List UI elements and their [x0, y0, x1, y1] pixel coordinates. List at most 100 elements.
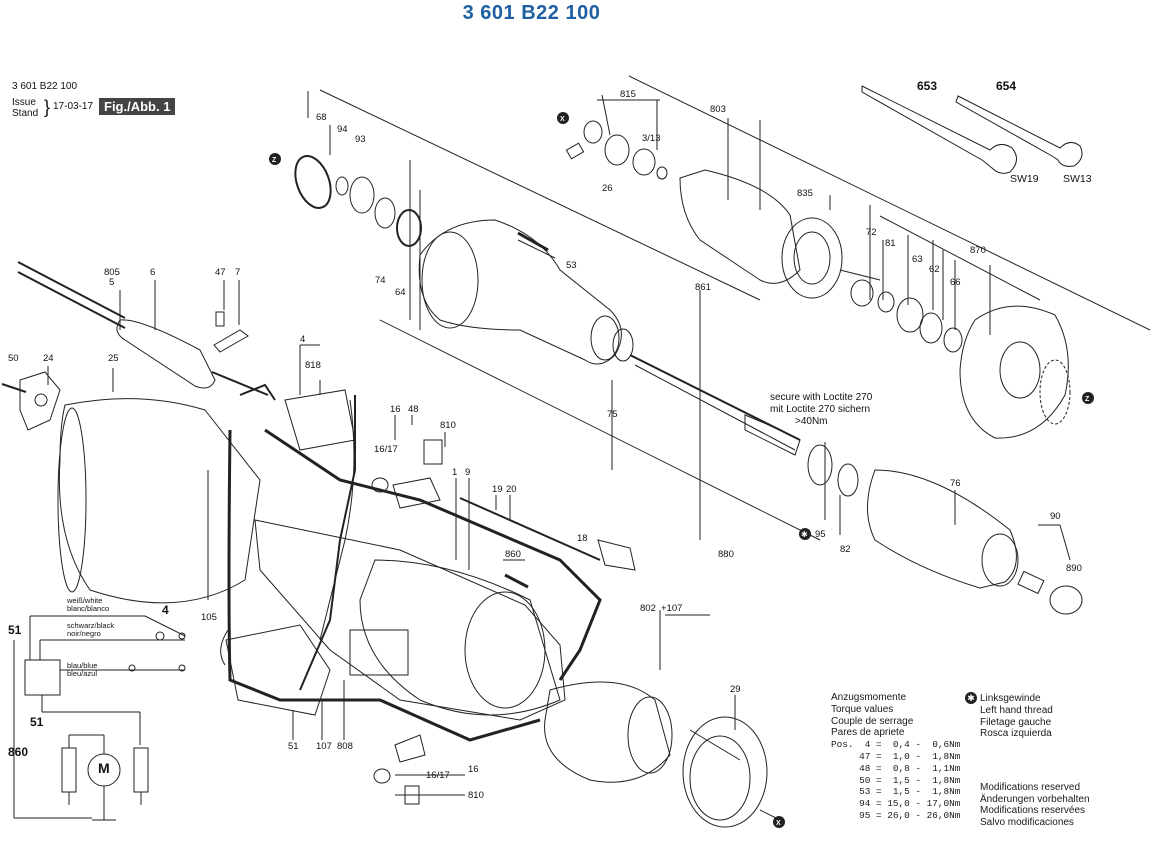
legend-line: Linksgewinde [980, 693, 1041, 704]
torque-row: 95 = 26,0 - 26,0Nm [831, 809, 961, 821]
header-brace: } [44, 97, 51, 117]
svg-text:1: 1 [452, 467, 457, 478]
modification-line: Modifications reservées [980, 805, 1086, 816]
svg-text:860: 860 [505, 549, 521, 560]
torque-heading-en: Torque values [831, 703, 894, 715]
modification-line: Modifications reserved [980, 782, 1081, 793]
svg-text:5: 5 [109, 277, 114, 288]
wire-black-label: schwarz/black [67, 621, 115, 630]
svg-text:X: X [776, 820, 781, 827]
svg-text:861: 861 [695, 282, 711, 293]
svg-text:SW13: SW13 [1063, 173, 1092, 185]
star-icon: ✱ [965, 692, 977, 704]
svg-text:50: 50 [8, 353, 19, 364]
svg-text:26: 26 [602, 183, 613, 194]
svg-text:4: 4 [300, 334, 305, 345]
torque-row: 94 = 15,0 - 17,0Nm [831, 798, 961, 810]
page-title: 3 601 B22 100 [462, 2, 601, 24]
schematic-label-51: 51 [8, 623, 22, 637]
svg-text:7: 7 [235, 267, 240, 278]
svg-text:>40Nm: >40Nm [795, 416, 828, 427]
schematic-label-51-box: 51 [30, 715, 44, 729]
torque-heading-de: Anzugsmomente [831, 692, 907, 703]
figure-label: Fig./Abb. 1 [99, 98, 176, 115]
torque-row: 48 = 0,8 - 1,1Nm [831, 762, 961, 774]
svg-text:803: 803 [710, 104, 726, 115]
svg-text:810: 810 [440, 420, 456, 431]
svg-text:654: 654 [996, 79, 1016, 93]
modification-line: Salvo modificaciones [980, 816, 1074, 828]
svg-text:880: 880 [718, 549, 734, 560]
svg-text:93: 93 [355, 134, 366, 145]
svg-text:815: 815 [620, 89, 636, 100]
svg-text:90: 90 [1050, 511, 1061, 522]
svg-text:82: 82 [840, 544, 851, 555]
header-date: 17-03-17 [53, 101, 94, 112]
svg-text:63: 63 [912, 254, 923, 265]
wire-white-label-2: blanc/blanco [67, 604, 110, 613]
svg-text:6: 6 [150, 267, 155, 278]
modifications-note: Modifications reserved Änderungen vorbeh… [980, 782, 1090, 828]
svg-text:76: 76 [950, 478, 961, 489]
svg-text:62: 62 [929, 264, 940, 275]
svg-text:105: 105 [201, 612, 217, 623]
svg-text:64: 64 [395, 287, 406, 298]
svg-text:9: 9 [465, 467, 470, 478]
torque-row: 47 = 1,0 - 1,8Nm [831, 750, 961, 762]
svg-text:SW19: SW19 [1010, 173, 1039, 185]
svg-text:95: 95 [815, 529, 826, 540]
legend-line: Rosca izquierda [980, 728, 1052, 740]
motor-symbol: M [98, 760, 110, 776]
svg-text:16/17: 16/17 [374, 444, 398, 455]
svg-text:68: 68 [316, 112, 327, 123]
svg-text:53: 53 [566, 260, 577, 271]
torque-heading-fr: Couple de serrage [831, 715, 914, 727]
wire-black-label-2: noir/negro [67, 629, 101, 638]
svg-text:51: 51 [288, 741, 299, 752]
svg-text:19: 19 [492, 484, 503, 495]
torque-row: Pos. 4 = 0,4 - 0,6Nm [831, 739, 961, 751]
wire-blue-label: blau/blue [67, 661, 98, 670]
svg-text:18: 18 [577, 533, 588, 544]
svg-text:75: 75 [607, 409, 618, 420]
torque-heading-es: Pares de apriete [831, 727, 905, 739]
svg-text:+107: +107 [661, 603, 682, 614]
svg-text:72: 72 [866, 227, 877, 238]
svg-text:Z: Z [1085, 396, 1090, 403]
svg-text:890: 890 [1066, 563, 1082, 574]
schematic-label-4: 4 [162, 603, 169, 617]
svg-text:X: X [560, 116, 565, 123]
svg-text:16: 16 [468, 764, 479, 775]
svg-text:24: 24 [43, 353, 54, 364]
svg-text:3/13: 3/13 [642, 133, 661, 144]
svg-text:29: 29 [730, 684, 741, 695]
wire-blue-label-2: bleu/azul [67, 669, 98, 678]
svg-text:107: 107 [316, 741, 332, 752]
svg-text:25: 25 [108, 353, 119, 364]
svg-text:47: 47 [215, 267, 226, 278]
svg-text:870: 870 [970, 245, 986, 256]
svg-text:805: 805 [104, 267, 120, 278]
svg-text:818: 818 [305, 360, 321, 371]
svg-text:810: 810 [468, 790, 484, 801]
torque-row: 50 = 1,5 - 1,8Nm [831, 774, 961, 786]
wire-white-label: weiß/white [67, 596, 103, 605]
svg-text:835: 835 [797, 188, 813, 199]
svg-text:16: 16 [390, 404, 401, 415]
svg-text:808: 808 [337, 741, 353, 752]
legend-line: Filetage gauche [980, 716, 1052, 728]
svg-text:74: 74 [375, 275, 386, 286]
thread-legend: ✱Linksgewinde Left hand thread Filetage … [965, 692, 1053, 740]
svg-text:✱: ✱ [801, 530, 808, 539]
header-issue-label: Issue [12, 97, 36, 108]
svg-text:94: 94 [337, 124, 348, 135]
svg-text:16/17: 16/17 [426, 770, 450, 781]
schematic-label-860: 860 [8, 745, 29, 759]
header-stand-label: Stand [12, 108, 39, 119]
torque-row: 53 = 1,5 - 1,8Nm [831, 786, 961, 798]
torque-table: Anzugsmomente Torque values Couple de se… [831, 692, 960, 822]
svg-text:mit Loctite 270 sichern: mit Loctite 270 sichern [770, 404, 870, 415]
svg-text:81: 81 [885, 238, 896, 249]
svg-text:Z: Z [272, 157, 277, 164]
